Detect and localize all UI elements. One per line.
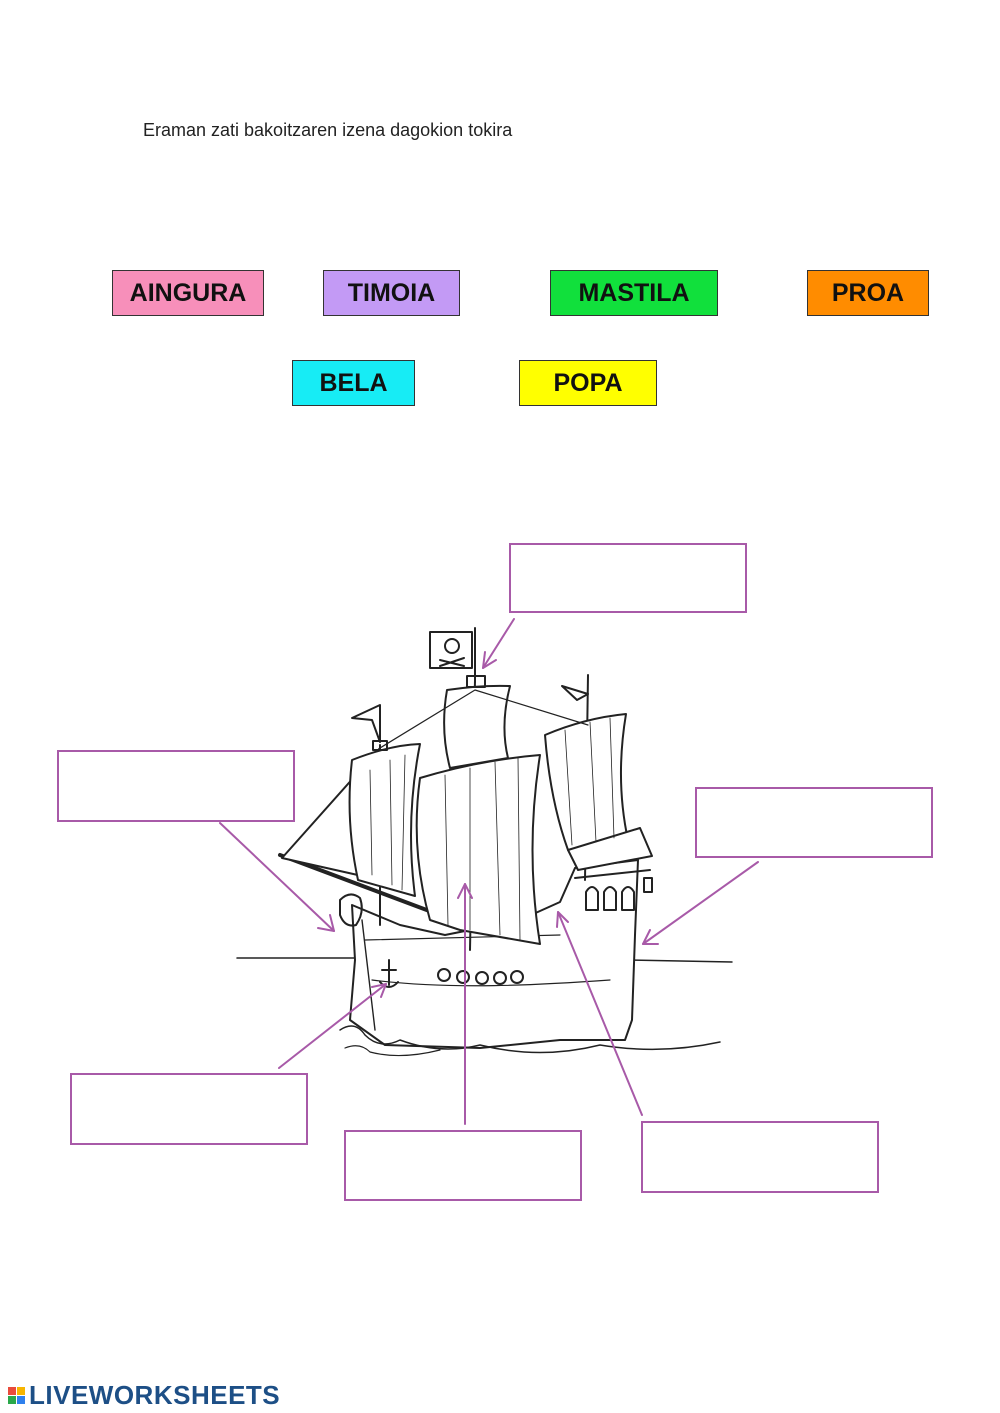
liveworksheets-logo-icon (8, 1387, 25, 1404)
drop-target-bow[interactable] (57, 750, 295, 822)
word-chip-bela[interactable]: BELA (292, 360, 415, 406)
word-chip-popa[interactable]: POPA (519, 360, 657, 406)
pointer-arrows (219, 618, 759, 1125)
word-chip-mastila[interactable]: MASTILA (550, 270, 718, 316)
footer-brand-text: LIVEWORKSHEETS (29, 1380, 281, 1410)
word-chip-proa[interactable]: PROA (807, 270, 929, 316)
footer-brand: LIVEWORKSHEETS (8, 1380, 280, 1411)
word-chip-aingura[interactable]: AINGURA (112, 270, 264, 316)
drop-target-sail[interactable] (344, 1130, 582, 1201)
word-chip-timoia[interactable]: TIMOIA (323, 270, 460, 316)
drop-target-stern[interactable] (695, 787, 933, 858)
instruction-text: Eraman zati bakoitzaren izena dagokion t… (143, 120, 513, 140)
drop-target-anchor[interactable] (70, 1073, 308, 1145)
drop-target-rudder[interactable] (641, 1121, 879, 1193)
drop-target-flag-mast[interactable] (509, 543, 747, 613)
